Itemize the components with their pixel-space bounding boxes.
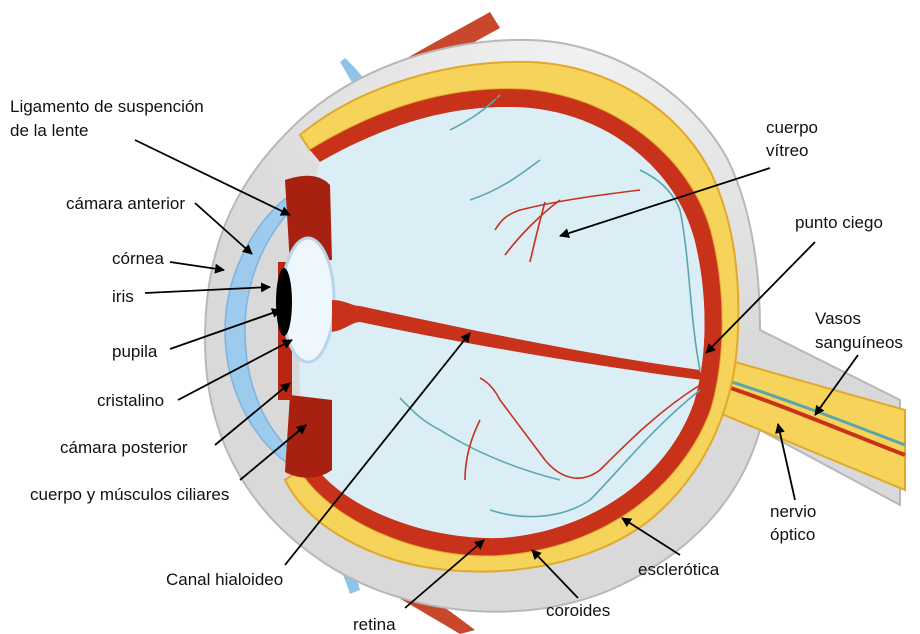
label-canal-hialoideo: Canal hialoideo	[166, 570, 283, 589]
label-iris: iris	[112, 287, 134, 306]
label-punto-ciego: punto ciego	[795, 213, 883, 232]
label-vasos-2: sanguíneos	[815, 333, 903, 352]
label-nervio-optico-2: óptico	[770, 525, 815, 544]
label-vasos-1: Vasos	[815, 309, 861, 328]
label-camara-anterior: cámara anterior	[66, 194, 185, 213]
label-ligamento-1: Ligamento de suspención	[10, 97, 204, 116]
label-esclerotica: esclerótica	[638, 560, 720, 579]
label-retina: retina	[353, 615, 396, 634]
pupil	[276, 268, 292, 336]
label-cuerpo-vitreo-1: cuerpo	[766, 118, 818, 137]
label-cuerpo-musculos-ciliares: cuerpo y músculos ciliares	[30, 485, 229, 504]
label-cuerpo-vitreo-2: vítreo	[766, 141, 809, 160]
label-camara-posterior: cámara posterior	[60, 438, 188, 457]
label-ligamento-2: de la lente	[10, 121, 88, 140]
label-cristalino: cristalino	[97, 391, 164, 410]
label-nervio-optico-1: nervio	[770, 502, 816, 521]
label-coroides: coroides	[546, 601, 610, 620]
label-cornea: córnea	[112, 249, 165, 268]
label-pupila: pupila	[112, 342, 158, 361]
